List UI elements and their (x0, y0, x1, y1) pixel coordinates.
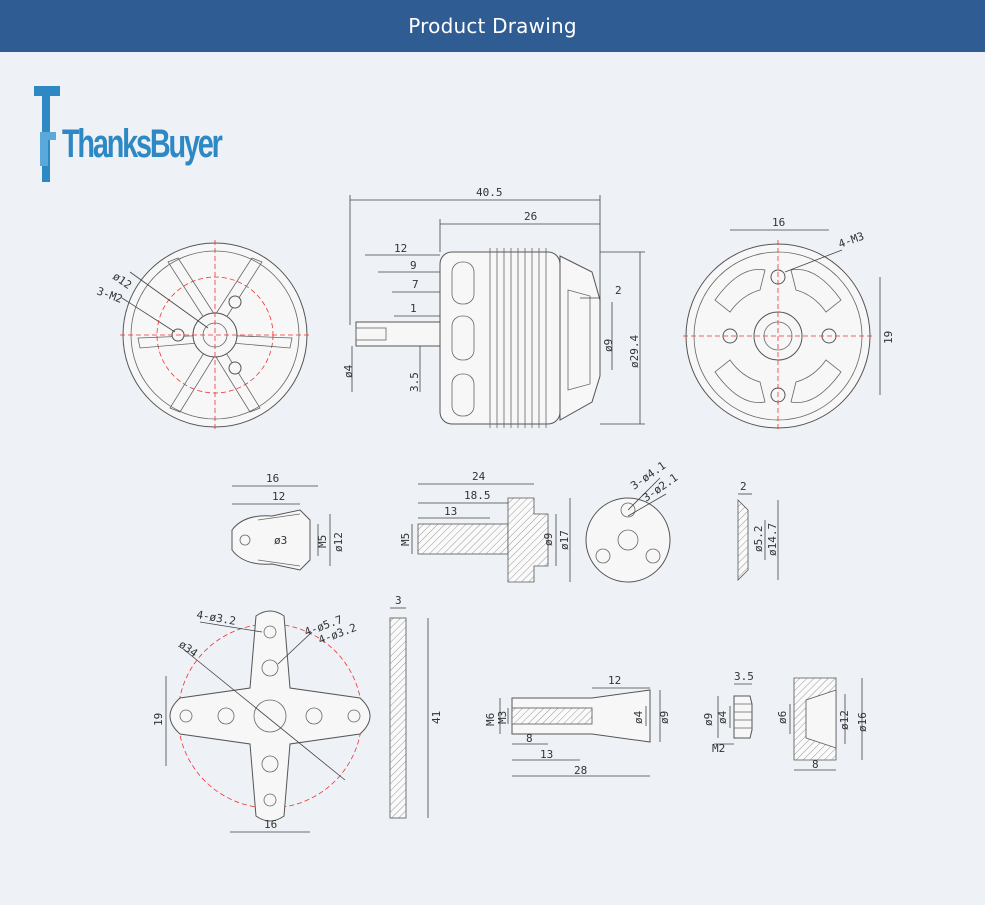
side-40-5-label: 40.5 (476, 186, 503, 199)
nut-d4-label: ø4 (716, 710, 729, 724)
washer-side-view: 2 ø5.2 ø14.7 (737, 480, 779, 581)
prop-adapter: 24 18.5 13 M5 ø9 ø17 (399, 470, 571, 583)
page-title: Product Drawing (408, 14, 577, 38)
side-3-5-label: 3.5 (408, 372, 421, 392)
mount-side-view: 3 41 (389, 594, 443, 819)
mount-16-label: 16 (264, 818, 277, 831)
small-nut: 3.5 ø9 ø4 M2 (702, 670, 754, 755)
side-9-label: 9 (410, 259, 417, 272)
shaft-8-label: 8 (526, 732, 533, 745)
side-7-label: 7 (412, 278, 419, 291)
nut-d9-label: ø9 (702, 713, 715, 726)
motor-side-view: 40.5 26 12 9 7 1 2 ø9 ø29.4 ø4 3.5 (342, 186, 645, 428)
shaft-d9-label: ø9 (658, 711, 671, 724)
shaft-m3-label: M3 (496, 711, 509, 724)
shaft-m6-label: M6 (484, 713, 497, 726)
back-16-label: 16 (772, 216, 785, 229)
collar: ø6 ø12 ø16 8 (776, 677, 869, 771)
side-1-label: 1 (410, 302, 417, 315)
washer-2-label: 2 (740, 480, 747, 493)
shaft-13-label: 13 (540, 748, 553, 761)
collar-d16-label: ø16 (856, 712, 869, 732)
shaft-28-label: 28 (574, 764, 587, 777)
front-d12-label: ø12 (110, 270, 134, 292)
adapter-24-label: 24 (472, 470, 486, 483)
brand-logo: ThanksBuyer (34, 86, 282, 182)
mount-side-41-label: 41 (430, 711, 443, 724)
cone-12-label: 12 (272, 490, 285, 503)
motor-back-view: 16 4-M3 19 (683, 216, 895, 432)
collar-d6-label: ø6 (776, 711, 789, 724)
side-12-label: 12 (394, 242, 407, 255)
cone-16-label: 16 (266, 472, 279, 485)
drawing-canvas (0, 52, 985, 905)
adapter-d17-label: ø17 (558, 530, 571, 550)
cone-d12-label: ø12 (332, 532, 345, 552)
adapter-m5-label: M5 (399, 533, 412, 546)
washer-d14-7-label: ø14.7 (766, 523, 779, 556)
cross-mount: 4-ø3.2 4-ø5.7 4-ø3.2 ø34 19 16 (152, 608, 371, 833)
collar-8-label: 8 (812, 758, 819, 771)
side-d9-label: ø9 (602, 339, 615, 352)
prop-cone: 16 12 ø3 M5 ø12 (231, 472, 345, 571)
page-header: Product Drawing (0, 0, 985, 52)
motor-front-view: ø12 3-M2 (95, 240, 310, 430)
mount-d34-label: ø34 (176, 638, 200, 660)
front-3m2-label: 3-M2 (95, 285, 124, 306)
cone-d3-label: ø3 (274, 534, 287, 547)
collar-d12-label: ø12 (838, 710, 851, 730)
side-2-label: 2 (615, 284, 622, 297)
nut-m2-label: M2 (712, 742, 725, 755)
side-26-label: 26 (524, 210, 537, 223)
adapter-d9-label: ø9 (542, 533, 555, 546)
side-d4-label: ø4 (342, 364, 355, 378)
mount-side-3-label: 3 (395, 594, 402, 607)
threaded-shaft: 12 M6 M3 ø4 ø9 8 13 28 (484, 674, 671, 777)
adapter-13-label: 13 (444, 505, 457, 518)
washer-d5-2-label: ø5.2 (752, 526, 765, 553)
mount-19-label: 19 (152, 713, 165, 726)
logo-mark-icon (34, 86, 60, 182)
logo-text: ThanksBuyer (62, 122, 223, 166)
shaft-12-label: 12 (608, 674, 621, 687)
back-4m3-label: 4-M3 (837, 230, 866, 251)
adapter-disc: 3-ø4.1 3-ø2.1 (585, 459, 680, 583)
back-19-label: 19 (882, 331, 895, 344)
adapter-18-5-label: 18.5 (464, 489, 491, 502)
shaft-d4-label: ø4 (632, 710, 645, 724)
side-d29-4-label: ø29.4 (628, 335, 641, 368)
cone-m5-label: M5 (316, 535, 329, 548)
nut-3-5-label: 3.5 (734, 670, 754, 683)
